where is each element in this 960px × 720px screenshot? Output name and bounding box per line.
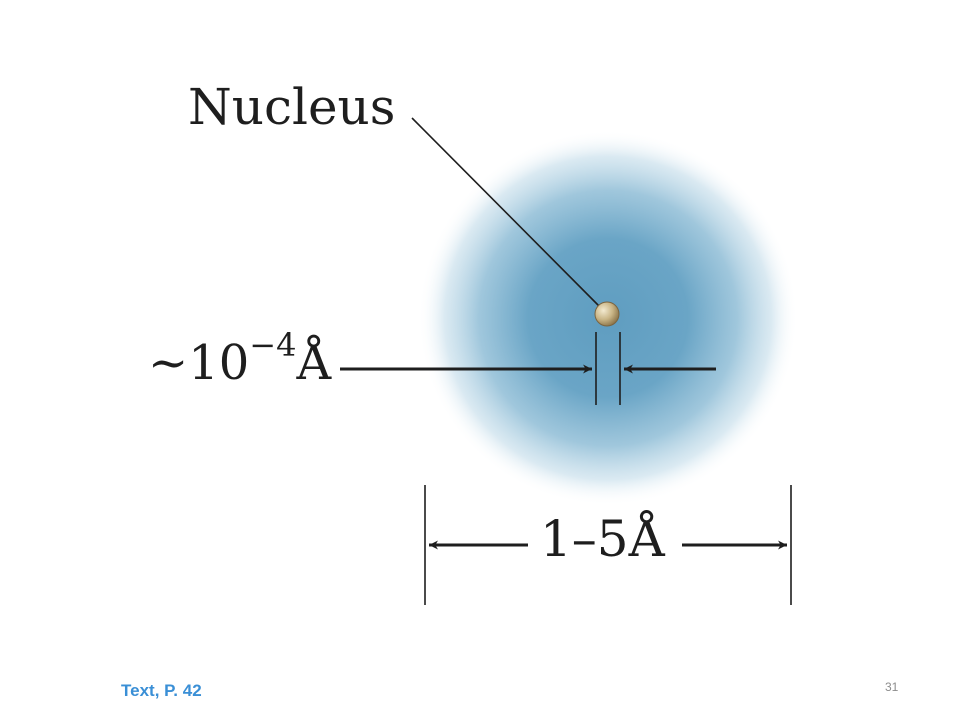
source-reference: Text, P. 42 <box>121 681 202 700</box>
atom-size-label: 1–5Å <box>540 510 665 568</box>
nucleus-label: Nucleus <box>188 78 396 136</box>
nucleus-size-prefix: ~10 <box>148 335 250 391</box>
page-number: 31 <box>885 680 899 694</box>
nucleus <box>594 301 620 327</box>
nucleus-size-label: ~10−4Å <box>148 329 331 387</box>
nucleus-leader-line <box>411 117 601 308</box>
nucleus-size-exponent: −4 <box>249 326 297 364</box>
nucleus-size-unit: Å <box>296 335 332 391</box>
